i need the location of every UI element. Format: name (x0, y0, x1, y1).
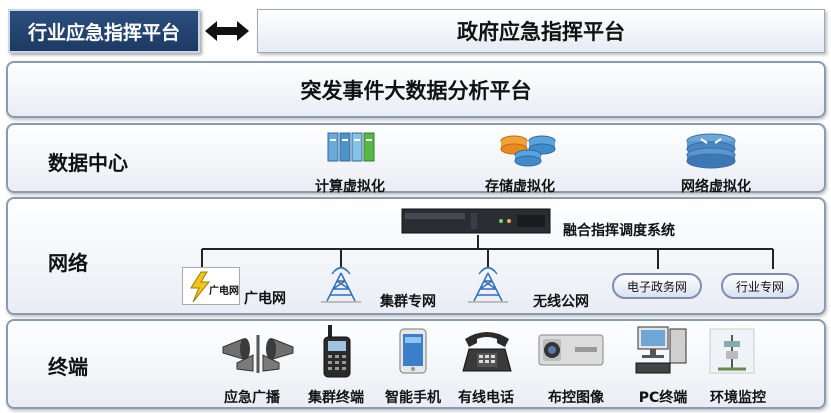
loudspeaker-icon (222, 335, 294, 373)
gov-platform-box: 政府应急指挥平台 (257, 9, 825, 53)
walkie-talkie-icon (323, 325, 351, 378)
landline-phone-label: 有线电话 (458, 390, 514, 406)
industry-network-label: 行业专网 (735, 279, 784, 294)
dispatch-system-label: 融合指挥调度系统 (563, 223, 675, 239)
egov-network-label: 电子政务网 (626, 279, 687, 294)
cluster-terminal-label: 集群终端 (308, 390, 364, 406)
industry-platform-label: 行业应急指挥平台 (27, 21, 180, 44)
smartphone-label: 智能手机 (385, 390, 441, 406)
pc-terminal-label: PC终端 (638, 390, 688, 406)
network-title: 网络 (48, 251, 88, 275)
bigdata-platform-layer: 突发事件大数据分析平台 (6, 61, 826, 118)
wireless-tower-icon (468, 266, 508, 303)
surveillance-camera-icon (538, 334, 604, 366)
terminal-title: 终端 (48, 355, 88, 379)
network-virtualization-icon (686, 133, 736, 169)
smartphone-icon (399, 328, 427, 374)
double-arrow-icon (205, 21, 249, 41)
cluster-network-label: 集群专网 (380, 294, 436, 310)
telephone-icon (462, 332, 512, 372)
broadcast-network-label: 广电网 (244, 291, 286, 307)
broadcast-logo-text: 广电网 (209, 286, 239, 297)
network-connection-lines (201, 235, 774, 269)
rack-server-icon (401, 208, 551, 234)
network-virtualization-label: 网络虚拟化 (681, 179, 751, 195)
environment-monitor-icon (709, 328, 755, 374)
compute-virtualization-icon (327, 132, 375, 162)
emergency-broadcast-label: 应急广播 (224, 390, 280, 406)
datacenter-title: 数据中心 (48, 151, 128, 175)
industry-platform-box: 行业应急指挥平台 (8, 9, 200, 53)
surveillance-image-label: 布控图像 (548, 390, 604, 406)
radio-tower-icon (321, 266, 361, 303)
terminal-layer: 终端 应急广播 集群终端 智能手机 有线电话 (6, 319, 826, 409)
egov-network-pill: 电子政务网 (612, 273, 702, 299)
lightning-icon (190, 271, 211, 303)
storage-virtualization-icon (500, 135, 556, 167)
bigdata-platform-title: 突发事件大数据分析平台 (300, 78, 532, 103)
environment-monitor-label: 环境监控 (710, 390, 766, 406)
compute-virtualization-label: 计算虚拟化 (315, 179, 385, 195)
pc-icon (635, 326, 687, 374)
network-layer: 网络 融合指挥调度系统 广电网 广电网 集群专网 无 (6, 197, 826, 315)
gov-platform-label: 政府应急指挥平台 (457, 20, 625, 44)
datacenter-layer: 数据中心 计算虚拟化 存储虚拟化 网络虚拟化 (6, 123, 826, 195)
storage-virtualization-label: 存储虚拟化 (485, 179, 555, 195)
industry-network-pill: 行业专网 (721, 273, 799, 299)
broadcast-network-logo: 广电网 (182, 267, 240, 305)
wireless-network-label: 无线公网 (533, 294, 589, 310)
